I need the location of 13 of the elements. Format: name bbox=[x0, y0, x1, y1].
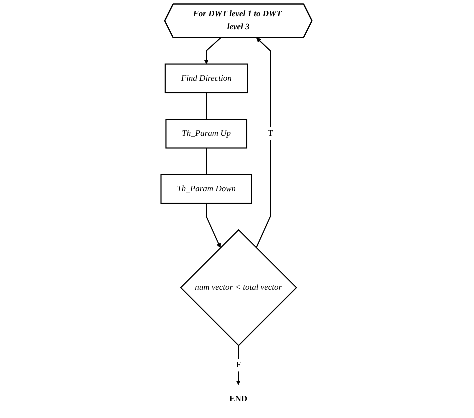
edge-label: F bbox=[236, 360, 242, 370]
arrow bbox=[236, 346, 242, 386]
node-text: END bbox=[230, 394, 248, 404]
arrow bbox=[256, 38, 272, 248]
node-box: Th_Param Down bbox=[161, 174, 253, 204]
edge-label: T bbox=[268, 129, 274, 138]
node-box: Th_Param Up bbox=[166, 119, 248, 149]
connector bbox=[206, 148, 208, 175]
node-box: Find Direction bbox=[165, 64, 249, 94]
connector bbox=[206, 92, 208, 120]
arrow bbox=[206, 204, 222, 248]
node-diamond: num vector < total vector bbox=[180, 229, 298, 346]
arrow bbox=[204, 38, 222, 64]
